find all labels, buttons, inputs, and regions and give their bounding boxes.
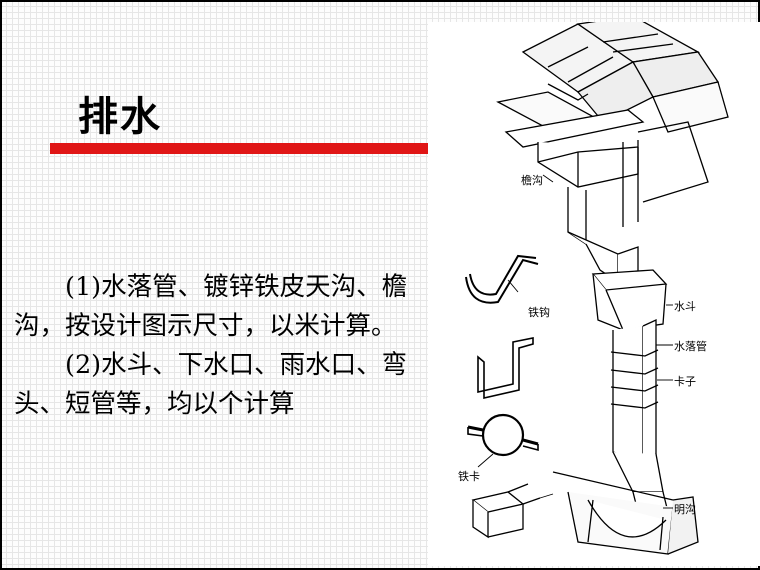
iron-clip-ring: [467, 413, 539, 457]
slide-body: (1)水落管、镀锌铁皮天沟、檐沟，按设计图示尺寸，以米计算。 (2)水斗、下水口…: [14, 268, 424, 424]
iron-hook-1: [465, 254, 539, 304]
paragraph-2: (2)水斗、下水口、雨水口、弯头、短管等，均以个计算: [14, 350, 408, 419]
label-iron-clip: 铁卡: [458, 470, 480, 483]
label-hook: 铁钩: [528, 306, 550, 319]
label-downpipe: 水落管: [674, 340, 707, 353]
open-ditch: [552, 471, 699, 555]
downpipe-upper: [567, 187, 639, 284]
label-gutter: 檐沟: [521, 174, 543, 187]
label-open-ditch: 明沟: [674, 503, 696, 516]
paragraph-1: (1)水落管、镀锌铁皮天沟、檐沟，按设计图示尺寸，以米计算。: [14, 272, 408, 341]
drainage-illustration: [465, 22, 729, 555]
iron-hook-2: [477, 337, 534, 400]
downpipe-lower: [610, 318, 669, 513]
label-hopper: 水斗: [674, 300, 696, 313]
title-underline-bar: [50, 143, 432, 154]
label-clip: 卡子: [674, 375, 696, 388]
eave-gutter: [504, 109, 709, 227]
roof-tiles: [496, 22, 729, 135]
slide-title: 排水: [78, 94, 162, 140]
drainage-diagram: 檐沟 铁钩 水斗 水落管 卡子 铁卡 明沟: [428, 22, 760, 566]
iron-clip-bracket: [471, 483, 541, 539]
